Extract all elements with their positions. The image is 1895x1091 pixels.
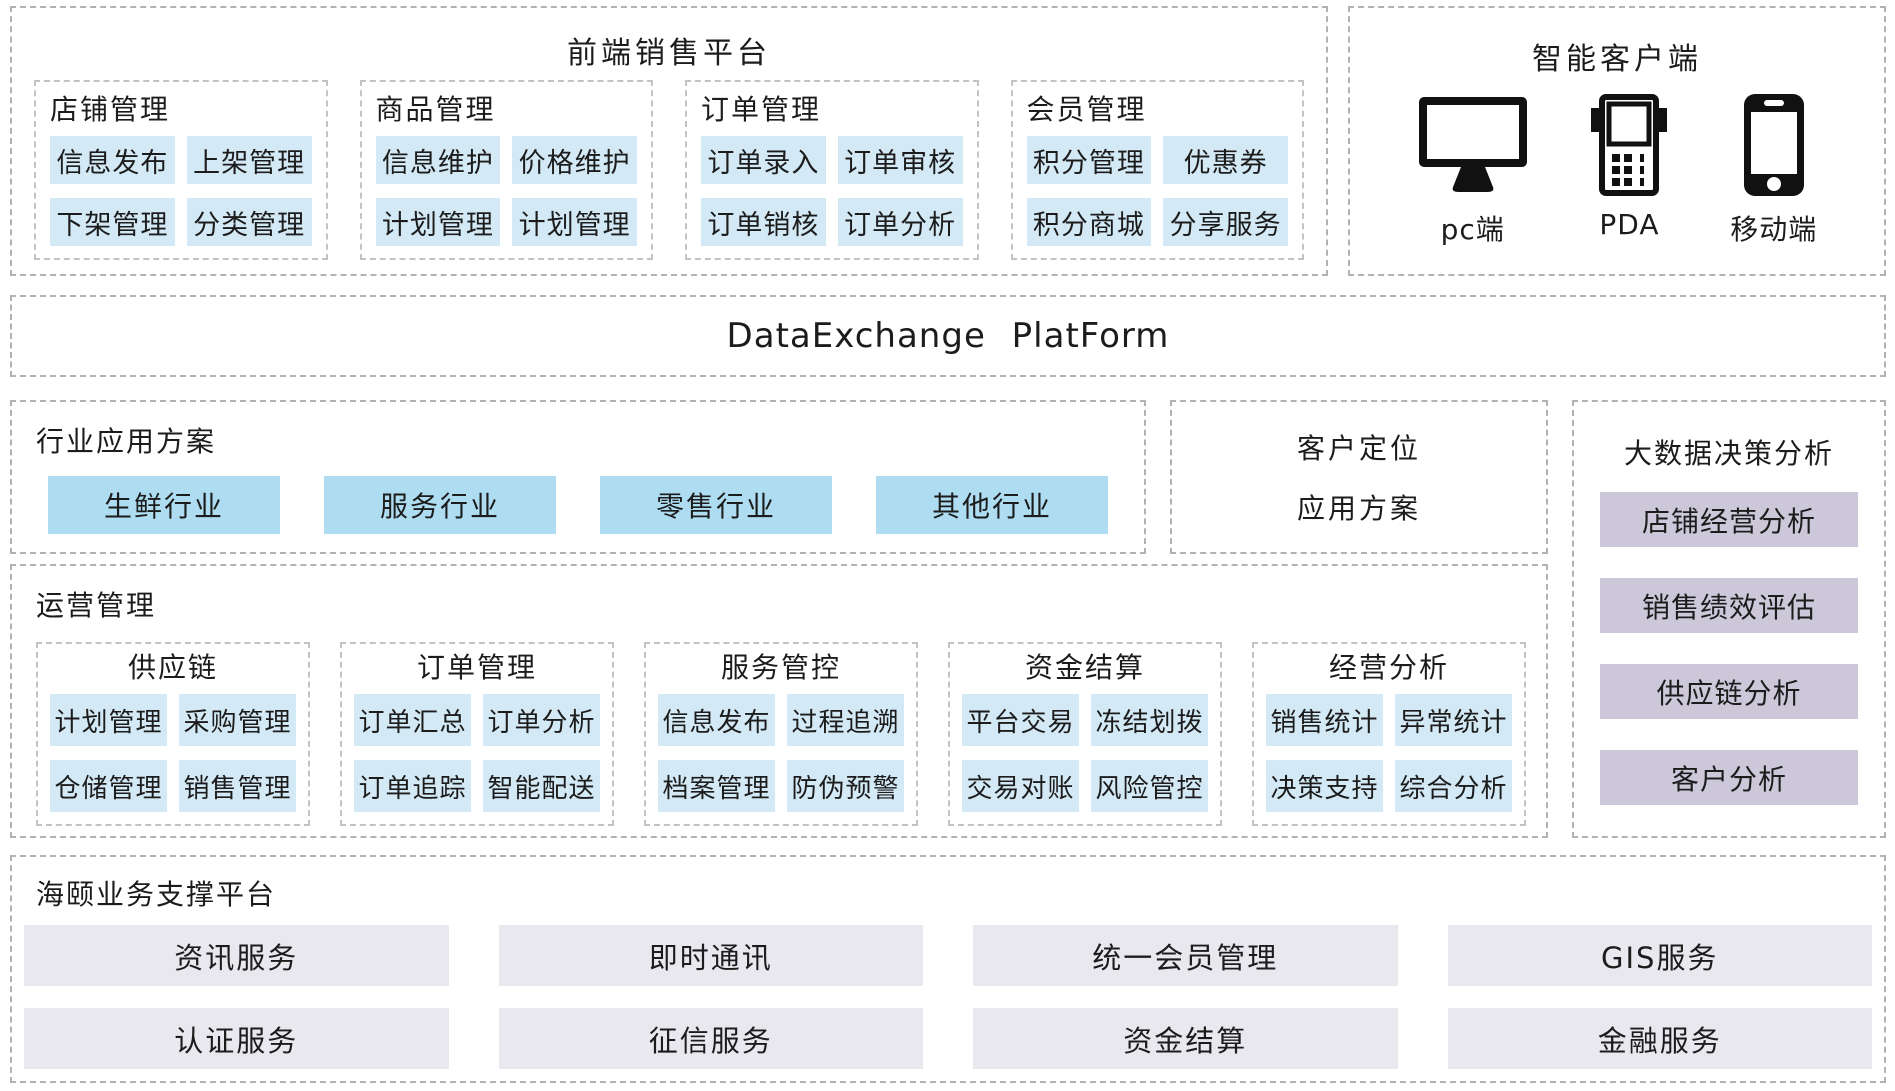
group-title: 会员管理 <box>1026 93 1147 126</box>
module-chip: 积分商城 <box>1026 198 1152 246</box>
device-label: pc端 <box>1440 213 1505 246</box>
module-chip: 上架管理 <box>186 136 312 184</box>
group-title: 店铺管理 <box>50 93 171 126</box>
group-service-control: 服务管控 信息发布 过程追溯 档案管理 防伪预警 <box>644 642 918 826</box>
group-supply-chain: 供应链 计划管理 采购管理 仓储管理 销售管理 <box>36 642 310 826</box>
module-chip: 过程追溯 <box>787 694 904 746</box>
smart-client-panel: 智能客户端 pc端 <box>1348 6 1886 276</box>
device-pc: pc端 <box>1417 94 1529 264</box>
service-chip: 金融服务 <box>1447 1008 1872 1069</box>
device-mobile: 移动端 <box>1730 94 1817 264</box>
module-chip: 档案管理 <box>658 760 775 812</box>
group-title: 供应链 <box>127 651 218 684</box>
service-chip: 认证服务 <box>24 1008 449 1069</box>
group-title: 订单管理 <box>416 651 537 684</box>
module-chip: 订单录入 <box>701 136 826 184</box>
module-chip: 优惠券 <box>1163 136 1288 184</box>
frontend-sales-platform-panel: 前端销售平台 店铺管理 信息发布 上架管理 下架管理 分类管理 商品管理 信息维… <box>10 6 1328 276</box>
module-chip: 决策支持 <box>1266 760 1383 812</box>
device-label: PDA <box>1599 208 1660 241</box>
operations-management-panel: 运营管理 供应链 计划管理 采购管理 仓储管理 销售管理 订单管理 订单汇总 订… <box>10 564 1548 838</box>
module-chip: 风险管控 <box>1091 760 1208 812</box>
service-chip: 资金结算 <box>973 1008 1398 1069</box>
industry-solutions-panel: 行业应用方案 生鲜行业 服务行业 零售行业 其他行业 <box>10 400 1146 554</box>
module-chip: 平台交易 <box>962 694 1079 746</box>
service-chip: 统一会员管理 <box>973 925 1398 986</box>
analysis-chip: 销售绩效评估 <box>1600 578 1858 633</box>
group-title: 经营分析 <box>1328 651 1449 684</box>
module-chip: 计划管理 <box>375 198 501 246</box>
group-title: 订单管理 <box>701 93 822 126</box>
group-title: 服务管控 <box>720 651 841 684</box>
industry-chip: 生鲜行业 <box>48 476 280 534</box>
service-chip: 征信服务 <box>498 1008 923 1069</box>
pda-handheld-icon <box>1585 94 1673 196</box>
big-data-analysis-panel: 大数据决策分析 店铺经营分析 销售绩效评估 供应链分析 客户分析 <box>1572 400 1886 838</box>
group-member-management: 会员管理 积分管理 优惠券 积分商城 分享服务 <box>1010 80 1304 260</box>
module-chip: 订单销核 <box>701 198 826 246</box>
desktop-monitor-icon <box>1417 94 1529 196</box>
mobile-phone-icon <box>1743 94 1805 196</box>
module-chip: 异常统计 <box>1395 694 1512 746</box>
analysis-chip: 店铺经营分析 <box>1600 492 1858 547</box>
module-chip: 采购管理 <box>179 694 296 746</box>
module-chip: 价格维护 <box>512 136 637 184</box>
service-chip: 即时通讯 <box>498 925 923 986</box>
frontend-groups: 店铺管理 信息发布 上架管理 下架管理 分类管理 商品管理 信息维护 价格维护 … <box>34 80 1304 260</box>
operations-management-title: 运营管理 <box>36 589 157 622</box>
big-data-analysis-title: 大数据决策分析 <box>1623 437 1834 470</box>
module-chip: 积分管理 <box>1026 136 1152 184</box>
device-label: 移动端 <box>1730 213 1818 246</box>
frontend-platform-title: 前端销售平台 <box>567 36 771 71</box>
module-chip: 下架管理 <box>50 198 175 246</box>
support-platform-panel: 海颐业务支撑平台 资讯服务 即时通讯 统一会员管理 GIS服务 认证服务 征信服… <box>10 855 1886 1083</box>
industry-chip: 其他行业 <box>876 476 1108 534</box>
group-store-management: 店铺管理 信息发布 上架管理 下架管理 分类管理 <box>34 80 328 260</box>
module-chip: 综合分析 <box>1395 760 1512 812</box>
smart-client-title: 智能客户端 <box>1532 42 1702 77</box>
service-chip: GIS服务 <box>1447 925 1872 986</box>
module-chip: 防伪预警 <box>787 760 904 812</box>
industry-chip: 服务行业 <box>324 476 556 534</box>
analysis-chip: 客户分析 <box>1600 750 1858 805</box>
module-chip: 订单分析 <box>837 198 963 246</box>
module-chip: 仓储管理 <box>50 760 167 812</box>
group-title: 资金结算 <box>1024 651 1145 684</box>
module-chip: 信息发布 <box>658 694 775 746</box>
customer-positioning-line1: 客户定位 <box>1296 432 1421 465</box>
module-chip: 订单汇总 <box>354 694 471 746</box>
module-chip: 信息发布 <box>50 136 175 184</box>
group-title: 商品管理 <box>375 93 496 126</box>
module-chip: 分类管理 <box>186 198 312 246</box>
module-chip: 冻结划拨 <box>1091 694 1208 746</box>
industry-chip: 零售行业 <box>600 476 832 534</box>
data-exchange-band: DataExchange PlatForm <box>10 295 1886 377</box>
module-chip: 计划管理 <box>512 198 637 246</box>
module-chip: 计划管理 <box>50 694 167 746</box>
group-fund-settlement: 资金结算 平台交易 冻结划拨 交易对账 风险管控 <box>948 642 1222 826</box>
service-chip: 资讯服务 <box>24 925 449 986</box>
module-chip: 订单分析 <box>483 694 600 746</box>
customer-positioning-line2: 应用方案 <box>1296 492 1421 525</box>
module-chip: 订单追踪 <box>354 760 471 812</box>
module-chip: 信息维护 <box>375 136 501 184</box>
data-exchange-title: DataExchange PlatForm <box>726 316 1170 356</box>
module-chip: 交易对账 <box>962 760 1079 812</box>
module-chip: 销售管理 <box>179 760 296 812</box>
group-order-management: 订单管理 订单录入 订单审核 订单销核 订单分析 <box>685 80 979 260</box>
module-chip: 智能配送 <box>483 760 600 812</box>
customer-positioning-panel: 客户定位 应用方案 <box>1170 400 1548 554</box>
support-platform-title: 海颐业务支撑平台 <box>36 878 277 911</box>
analysis-chip: 供应链分析 <box>1600 664 1858 719</box>
module-chip: 销售统计 <box>1266 694 1383 746</box>
group-product-management: 商品管理 信息维护 价格维护 计划管理 计划管理 <box>359 80 653 260</box>
module-chip: 分享服务 <box>1163 198 1288 246</box>
module-chip: 订单审核 <box>837 136 963 184</box>
device-pda: PDA <box>1585 94 1673 264</box>
group-business-analysis: 经营分析 销售统计 异常统计 决策支持 综合分析 <box>1252 642 1526 826</box>
group-order-management-ops: 订单管理 订单汇总 订单分析 订单追踪 智能配送 <box>340 642 614 826</box>
industry-solutions-title: 行业应用方案 <box>36 425 217 458</box>
